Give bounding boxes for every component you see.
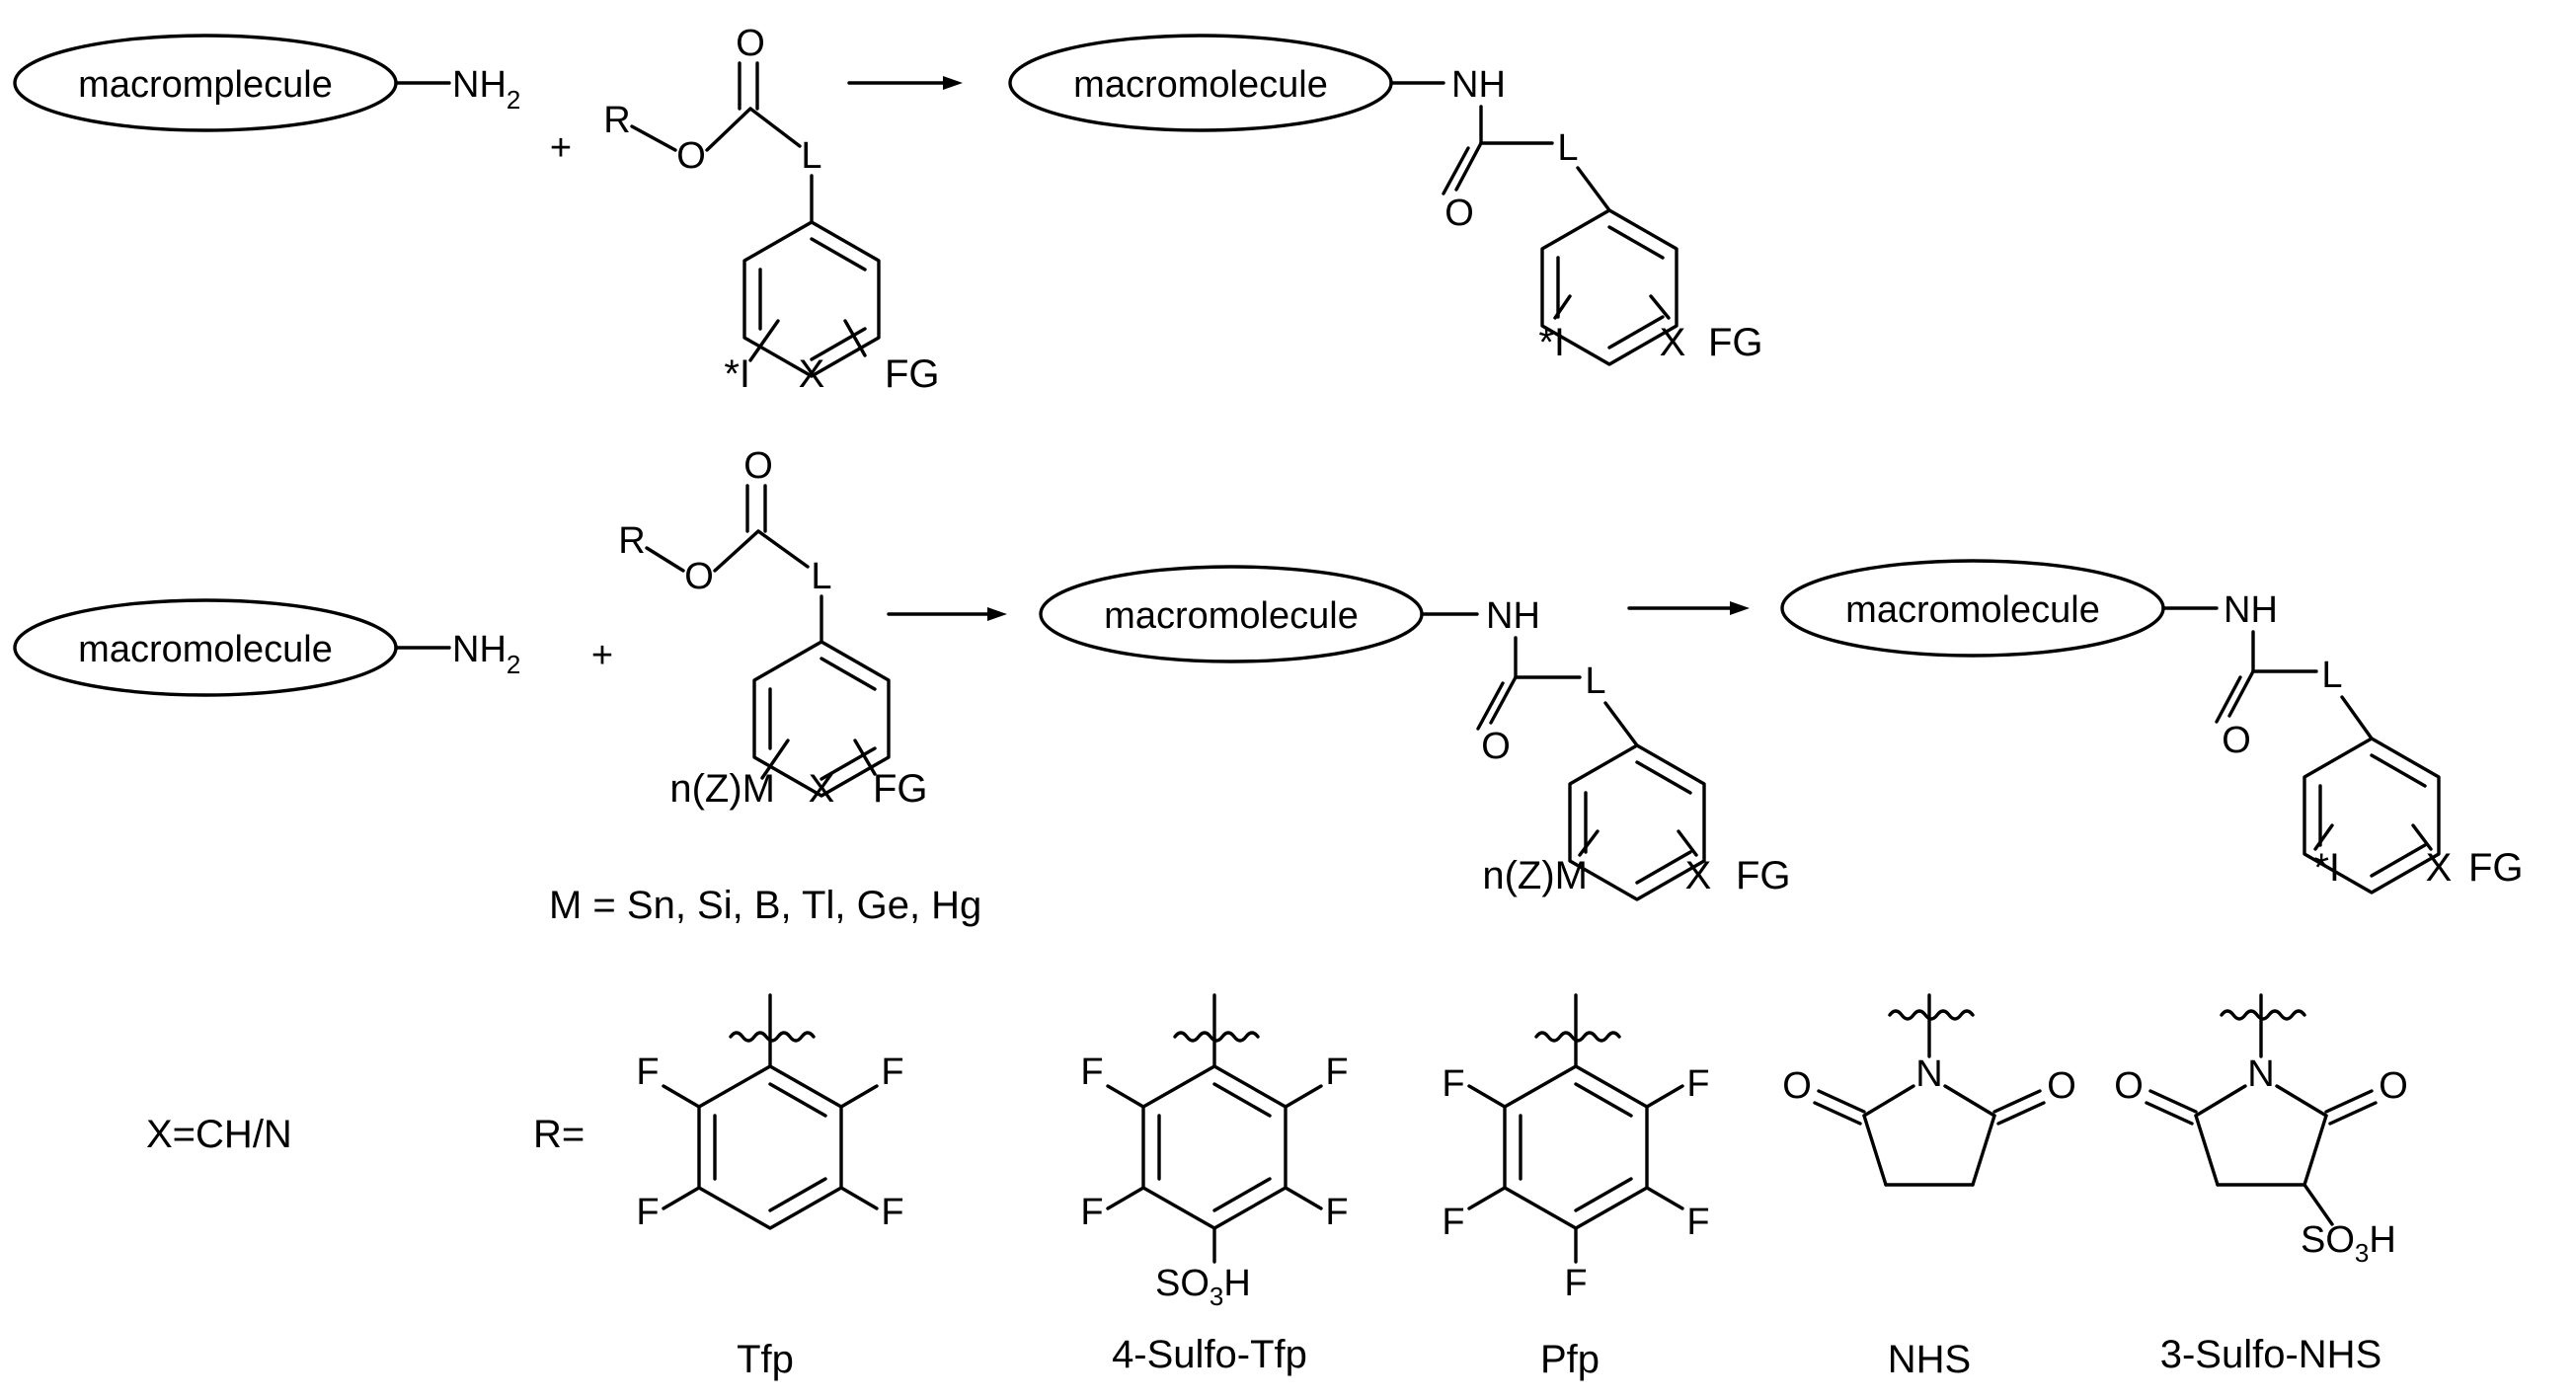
r2-product-iodine: *I: [2313, 846, 2340, 890]
sulfo-tfp-label: 4-Sulfo-Tfp: [1112, 1333, 1307, 1376]
tfp-label: Tfp: [737, 1338, 794, 1381]
nhs-label: NHS: [1888, 1338, 1971, 1381]
legend-x-definition: X=CH/N: [146, 1113, 292, 1156]
r2-product-nh: NH: [2224, 589, 2278, 631]
r1-product-l: L: [1557, 127, 1578, 169]
r1-carbonyl-o: O: [736, 23, 765, 64]
r2-ester-o: O: [684, 556, 714, 597]
r2-arrow-1: [887, 607, 1007, 621]
tfp-f3: F: [636, 1192, 659, 1233]
r2-intermediate-oval-label: macromolecule: [1104, 595, 1359, 637]
r2-linker: L: [811, 556, 831, 597]
r1-product-nh: NH: [1451, 64, 1506, 106]
r2-intermediate-nh: NH: [1486, 595, 1540, 637]
r1-ester-o: O: [676, 135, 706, 177]
r2-product-fg: FG: [2468, 846, 2524, 890]
r2-arrow-2: [1627, 601, 1750, 615]
r2-ester-reagent: R O O L n(Z)M X FG: [618, 445, 927, 811]
pfp-f1: F: [1442, 1063, 1464, 1105]
r1-plus: +: [550, 127, 572, 169]
nhs-o1: O: [1782, 1065, 1812, 1107]
pfp-f3: F: [1442, 1202, 1464, 1243]
r1-ring-fg: FG: [885, 352, 940, 396]
r2-ester-r: R: [618, 520, 645, 562]
r2-product-o: O: [2222, 720, 2251, 761]
r1-product: macromolecule NH O L *I X FG: [1008, 34, 1763, 366]
r1-ester-r: R: [603, 100, 630, 141]
reaction-2: macromolecule NH2 + R O O L n(Z)M X FG M…: [13, 445, 2524, 927]
sulfo-nhs-o1: O: [2114, 1065, 2144, 1107]
sulfo-tfp-f2: F: [1325, 1051, 1348, 1093]
group-pfp: F F F F F Pfp: [1442, 993, 1710, 1381]
r2-reactant-oval-label: macromolecule: [78, 629, 333, 670]
r1-reactant-oval-label: macromplecule: [78, 64, 333, 106]
r1-product-iodine: *I: [1538, 321, 1565, 364]
group-tfp: F F F F Tfp: [636, 993, 904, 1381]
r2-metals-note: M = Sn, Si, B, Tl, Ge, Hg: [549, 884, 981, 927]
sulfo-tfp-f4: F: [1325, 1192, 1348, 1233]
nhs-o2: O: [2047, 1065, 2076, 1107]
group-4-sulfo-tfp: F F F F SO3H 4-Sulfo-Tfp: [1080, 993, 1349, 1376]
r2-intermediate: macromolecule NH O L n(Z)M X FG: [1039, 565, 1791, 901]
r1-arrow: [847, 76, 963, 90]
sulfo-tfp-f1: F: [1080, 1051, 1103, 1093]
sulfo-tfp-f3: F: [1080, 1192, 1103, 1233]
r1-ring-iodine: *I: [724, 352, 750, 396]
sulfo-tfp-so3h: SO3H: [1155, 1263, 1251, 1311]
reaction-1: macromplecule NH2 + R O O L *I X FG: [13, 23, 1763, 396]
tfp-f4: F: [881, 1192, 903, 1233]
r2-product: macromolecule NH O L *I X FG: [1780, 559, 2524, 894]
r2-ring-fg: FG: [873, 767, 928, 811]
r1-ester-reagent: R O O L *I X FG: [603, 23, 939, 396]
r2-product-x: X: [2426, 846, 2453, 890]
r1-product-x: X: [1660, 321, 1686, 364]
pfp-label: Pfp: [1540, 1338, 1600, 1381]
r2-product-oval-label: macromolecule: [1845, 589, 2100, 631]
r1-product-oval-label: macromolecule: [1073, 64, 1328, 106]
sulfo-nhs-so3h: SO3H: [2301, 1219, 2396, 1268]
nhs-n: N: [1915, 1053, 1942, 1095]
r1-linker: L: [801, 135, 821, 177]
r2-ring-metal: n(Z)M: [669, 767, 775, 811]
r2-intermediate-o: O: [1481, 726, 1511, 767]
tfp-f1: F: [636, 1051, 659, 1093]
r2-intermediate-metal: n(Z)M: [1482, 854, 1588, 897]
r2-intermediate-fg: FG: [1736, 854, 1791, 897]
group-3-sulfo-nhs: N O O SO3H 3-Sulfo-NHS: [2114, 993, 2408, 1376]
group-nhs: N O O NHS: [1782, 993, 2076, 1381]
r1-product-o: O: [1444, 193, 1474, 234]
r2-product-l: L: [2321, 655, 2342, 696]
tfp-f2: F: [881, 1051, 903, 1093]
r1-product-fg: FG: [1708, 321, 1763, 364]
pfp-f2: F: [1686, 1063, 1709, 1105]
r2-carbonyl-o: O: [743, 445, 773, 487]
sulfo-nhs-label: 3-Sulfo-NHS: [2160, 1333, 2382, 1376]
r2-intermediate-l: L: [1585, 661, 1605, 702]
r1-ring-x: X: [799, 352, 825, 396]
legend: X=CH/N R= F F F F Tfp: [146, 993, 2408, 1381]
r1-reactant-amine: NH2: [452, 64, 520, 115]
pfp-f4: F: [1686, 1202, 1709, 1243]
r2-intermediate-x: X: [1685, 854, 1712, 897]
sulfo-nhs-o2: O: [2379, 1065, 2408, 1107]
pfp-f5: F: [1564, 1263, 1587, 1304]
r2-plus: +: [591, 635, 613, 676]
sulfo-nhs-n: N: [2247, 1053, 2274, 1095]
legend-r-definition: R=: [533, 1113, 585, 1156]
r2-reactant-amine: NH2: [452, 629, 520, 679]
r2-ring-x: X: [809, 767, 835, 811]
